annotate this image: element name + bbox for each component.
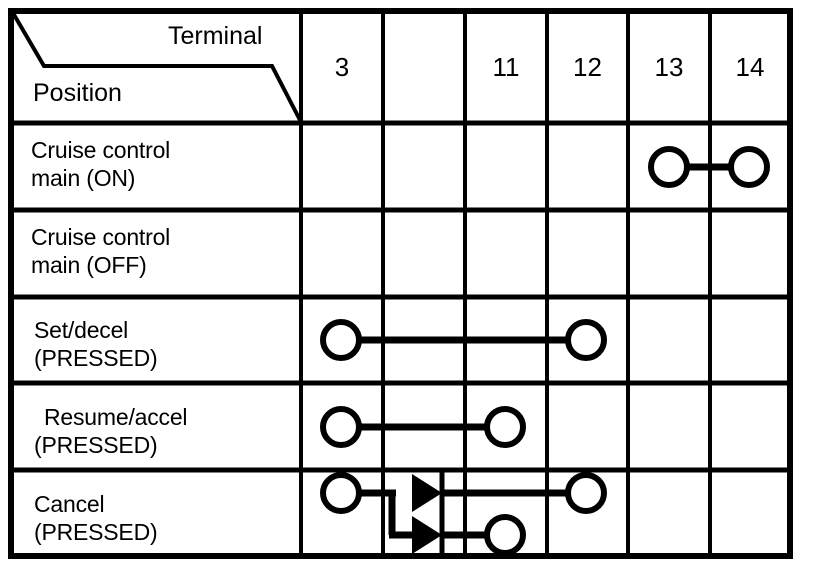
- node-terminal-3: [320, 319, 362, 361]
- row-resume-accel-symbols: [320, 406, 526, 448]
- diode-upper-triangle: [412, 474, 442, 512]
- row-label-set-decel-line2: (PRESSED): [34, 345, 158, 371]
- diode-lower-triangle: [412, 516, 442, 554]
- row-label-cancel-line1: Cancel: [34, 491, 105, 517]
- node-terminal-13: [648, 146, 690, 188]
- table-outer-border: [8, 8, 793, 559]
- header-terminal-label: Terminal: [168, 22, 263, 50]
- header-position-label: Position: [33, 79, 122, 107]
- header-diagonal-divider: [11, 11, 303, 123]
- row-label-cruise-main-off-line2: main (OFF): [31, 252, 147, 278]
- row-label-cruise-main-on-line1: Cruise control: [31, 137, 171, 163]
- row-cruise-main-on-symbols: [648, 146, 770, 188]
- column-header-14: 14: [735, 52, 765, 82]
- row-label-set-decel-line1: Set/decel: [34, 317, 129, 343]
- row-set-decel-symbols: [320, 319, 607, 361]
- column-header-3: 3: [334, 52, 350, 82]
- node-terminal-11: [484, 406, 526, 448]
- node-terminal-3: [320, 406, 362, 448]
- row-label-cruise-main-on-line2: main (ON): [31, 165, 136, 191]
- row-label-resume-accel-line1: Resume/accel: [44, 404, 188, 430]
- row-cancel-symbols: [320, 472, 607, 556]
- row-label-cancel-line2: (PRESSED): [34, 519, 158, 545]
- column-header-13: 13: [654, 52, 684, 82]
- row-label-resume-accel-line2: (PRESSED): [34, 432, 158, 458]
- node-terminal-3: [320, 472, 362, 514]
- node-terminal-12: [565, 472, 607, 514]
- column-header-11: 11: [492, 52, 520, 82]
- node-terminal-11: [484, 514, 526, 556]
- column-header-12: 12: [573, 52, 602, 82]
- row-label-cruise-main-off-line1: Cruise control: [31, 224, 171, 250]
- node-terminal-14: [728, 146, 770, 188]
- node-terminal-12: [565, 319, 607, 361]
